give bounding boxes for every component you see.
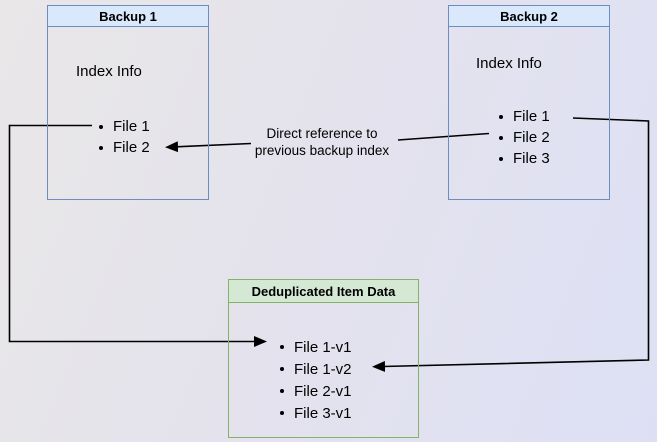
bullet-icon xyxy=(280,411,284,415)
file-label: File 1-v1 xyxy=(294,338,352,356)
backup2-title: Backup 2 xyxy=(449,6,609,27)
bullet-icon xyxy=(280,367,284,371)
bullet-icon xyxy=(499,135,503,140)
backup2-index-info-label: Index Info xyxy=(476,55,542,72)
backup2-node: Backup 2 Index Info File 1 File 2 File 3 xyxy=(448,5,610,200)
dedup-file-list: File 1-v1 File 1-v2 File 2-v1 File 3-v1 xyxy=(280,336,352,424)
edge-label-line1: Direct reference to xyxy=(266,126,378,141)
bullet-icon xyxy=(99,145,103,150)
file-label: File 1 xyxy=(113,118,150,135)
backup1-file-item: File 1 xyxy=(99,116,150,137)
dedup-node: Deduplicated Item Data File 1-v1 File 1-… xyxy=(228,279,419,438)
file-label: File 2-v1 xyxy=(294,382,352,400)
bullet-icon xyxy=(499,114,503,119)
file-label: File 1 xyxy=(513,108,550,125)
backup1-node: Backup 1 Index Info File 1 File 2 xyxy=(47,5,209,200)
edge-label: Direct reference to previous backup inde… xyxy=(232,125,412,159)
dedup-file-item: File 3-v1 xyxy=(280,402,352,424)
file-label: File 3 xyxy=(513,150,550,167)
backup1-index-info-label: Index Info xyxy=(76,63,142,80)
file-label: File 3-v1 xyxy=(294,404,352,422)
file-label: File 2 xyxy=(113,139,150,156)
backup1-title: Backup 1 xyxy=(48,6,208,27)
bullet-icon xyxy=(99,124,103,129)
backup2-file-item: File 1 xyxy=(499,106,550,127)
backup2-file-item: File 3 xyxy=(499,148,550,169)
dedup-title: Deduplicated Item Data xyxy=(229,280,418,303)
dedup-file-item: File 1-v1 xyxy=(280,336,352,358)
bullet-icon xyxy=(499,156,503,161)
bullet-icon xyxy=(280,389,284,393)
file-label: File 1-v2 xyxy=(294,360,352,378)
edge-label-line2: previous backup index xyxy=(254,143,390,158)
backup2-file-item: File 2 xyxy=(499,127,550,148)
backup1-file-list: File 1 File 2 xyxy=(99,116,150,158)
dedup-file-item: File 1-v2 xyxy=(280,358,352,380)
backup1-file-item: File 2 xyxy=(99,137,150,158)
dedup-file-item: File 2-v1 xyxy=(280,380,352,402)
backup2-file-list: File 1 File 2 File 3 xyxy=(499,106,550,169)
bullet-icon xyxy=(280,345,284,349)
file-label: File 2 xyxy=(513,129,550,146)
